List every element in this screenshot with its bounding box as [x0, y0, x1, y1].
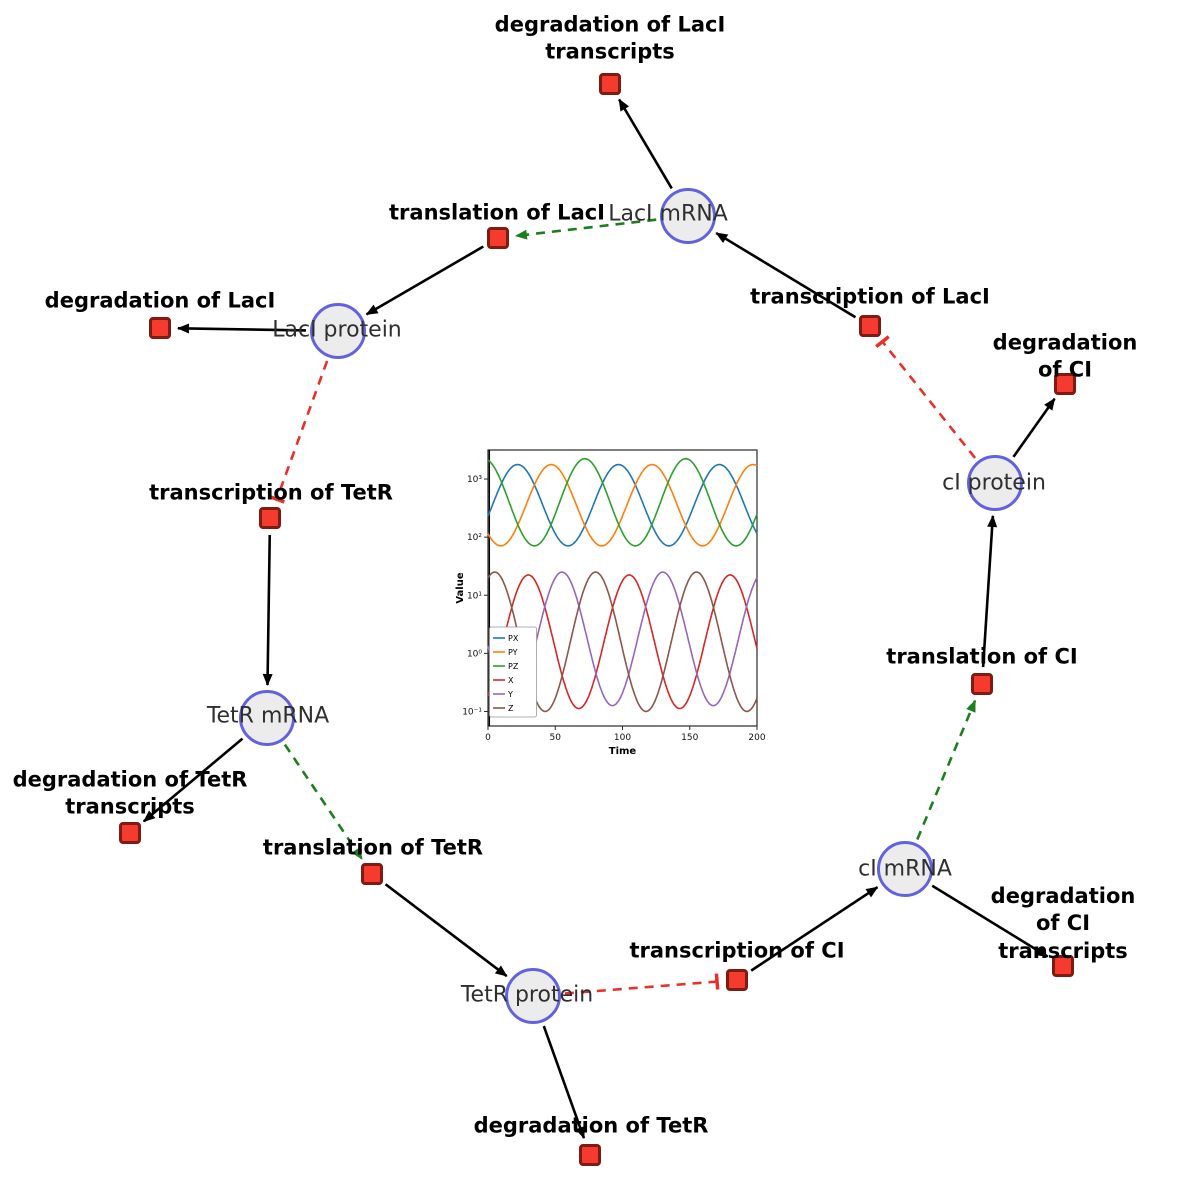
legend-label-Z: Z [508, 704, 514, 713]
edge-modifier-ci_mrna-transl_ci [916, 699, 977, 840]
edge-production-txn_laci-laci_mrna [715, 231, 857, 319]
legend-label-Y: Y [507, 690, 513, 699]
reaction-node-deg_laci[interactable] [149, 317, 171, 339]
series-line-PX [487, 463, 758, 547]
reaction-label-transl_tetr: translation of TetR [262, 835, 484, 860]
x-axis-label: Time [609, 746, 637, 757]
reaction-node-transl_tetr[interactable] [361, 863, 383, 885]
species-label-laci_protein: LacI protein [272, 317, 402, 343]
reaction-label-txn_ci: transcription of CI [629, 938, 845, 963]
edge-production-transl_laci-laci_protein [365, 245, 484, 316]
reaction-label-txn_tetr: transcription of TetR [149, 480, 393, 505]
species-label-tetr_protein: TetR protein [460, 982, 594, 1008]
edge-consumption-ci_protein-deg_ci [1012, 397, 1056, 458]
legend-label-PY: PY [508, 648, 518, 657]
species-node-tetr_protein[interactable] [505, 968, 561, 1024]
reaction-node-deg_laci_tx[interactable] [599, 73, 621, 95]
species-node-laci_mrna[interactable] [660, 188, 716, 244]
reaction-node-txn_laci[interactable] [859, 315, 881, 337]
species-label-ci_mrna: cI mRNA [858, 856, 952, 882]
series-line-X [487, 574, 758, 710]
reaction-label-deg_laci: degradation of LacI [44, 288, 276, 313]
x-tick-label: 150 [681, 733, 698, 743]
edge-inhibition-ci_protein-txn_laci [875, 335, 977, 459]
reaction-label-transl_laci: translation of LacI [389, 200, 605, 225]
legend-label-X: X [508, 676, 514, 685]
reaction-node-transl_laci[interactable] [487, 227, 509, 249]
reaction-label-deg_ci: degradation of CI [992, 330, 1138, 382]
edge-consumption-tetr_mrna-deg_tetr_tx [142, 737, 244, 823]
edge-inhibition-laci_protein-txn_tetr [268, 360, 329, 504]
reaction-node-deg_tetr[interactable] [579, 1144, 601, 1166]
y-tick-label: 10⁰ [467, 649, 482, 659]
y-axis-label: Value [455, 572, 466, 603]
series-line-PZ [487, 457, 758, 547]
species-label-laci_mrna: LacI mRNA [608, 201, 728, 227]
reaction-label-transl_ci: translation of CI [886, 644, 1078, 669]
x-tick-label: 100 [614, 733, 631, 743]
edge-modifier-laci_mrna-transl_laci [514, 218, 657, 240]
y-tick-label: 10⁻¹ [462, 707, 482, 717]
y-tick-label: 10² [467, 533, 482, 543]
reaction-node-deg_ci_tx[interactable] [1052, 955, 1074, 977]
reaction-label-deg_laci_tx: degradation of LacI transcripts [494, 12, 726, 64]
edge-production-txn_ci-ci_mrna [750, 886, 879, 972]
series-line-PY [487, 463, 758, 547]
reaction-label-deg_tetr_tx: degradation of TetR transcripts [12, 767, 248, 819]
reaction-node-deg_tetr_tx[interactable] [119, 822, 141, 844]
edge-consumption-laci_protein-deg_laci [176, 323, 307, 334]
edge-consumption-tetr_protein-deg_tetr [542, 1025, 586, 1139]
reaction-label-deg_tetr: degradation of TetR [473, 1113, 709, 1138]
x-tick-label: 200 [748, 733, 765, 743]
reaction-node-txn_tetr[interactable] [259, 507, 281, 529]
y-tick-label: 10¹ [467, 591, 482, 601]
edge-production-txn_tetr-tetr_mrna [262, 534, 273, 687]
species-node-ci_protein[interactable] [967, 455, 1023, 511]
legend-label-PZ: PZ [508, 662, 519, 671]
species-node-ci_mrna[interactable] [877, 841, 933, 897]
edge-consumption-laci_mrna-deg_laci_tx [618, 98, 673, 190]
reaction-label-deg_ci_tx: degradation of CI transcripts [990, 884, 1136, 963]
reaction-node-deg_ci[interactable] [1054, 373, 1076, 395]
species-label-tetr_mrna: TetR mRNA [206, 703, 330, 729]
species-node-laci_protein[interactable] [310, 303, 366, 359]
edge-production-transl_tetr-tetr_protein [384, 883, 508, 978]
edge-modifier-tetr_mrna-transl_tetr [283, 743, 364, 860]
species-label-ci_protein: cI protein [942, 470, 1046, 496]
legend-label-PX: PX [508, 634, 519, 643]
x-tick-label: 0 [485, 733, 491, 743]
reaction-node-txn_ci[interactable] [726, 969, 748, 991]
x-tick-label: 50 [550, 733, 562, 743]
reaction-label-txn_laci: transcription of LacI [750, 284, 990, 309]
reaction-node-transl_ci[interactable] [971, 673, 993, 695]
y-tick-label: 10³ [467, 475, 482, 485]
edge-consumption-ci_mrna-deg_ci_tx [931, 884, 1049, 958]
edge-production-transl_ci-ci_protein [981, 514, 998, 668]
species-node-tetr_mrna[interactable] [239, 690, 295, 746]
